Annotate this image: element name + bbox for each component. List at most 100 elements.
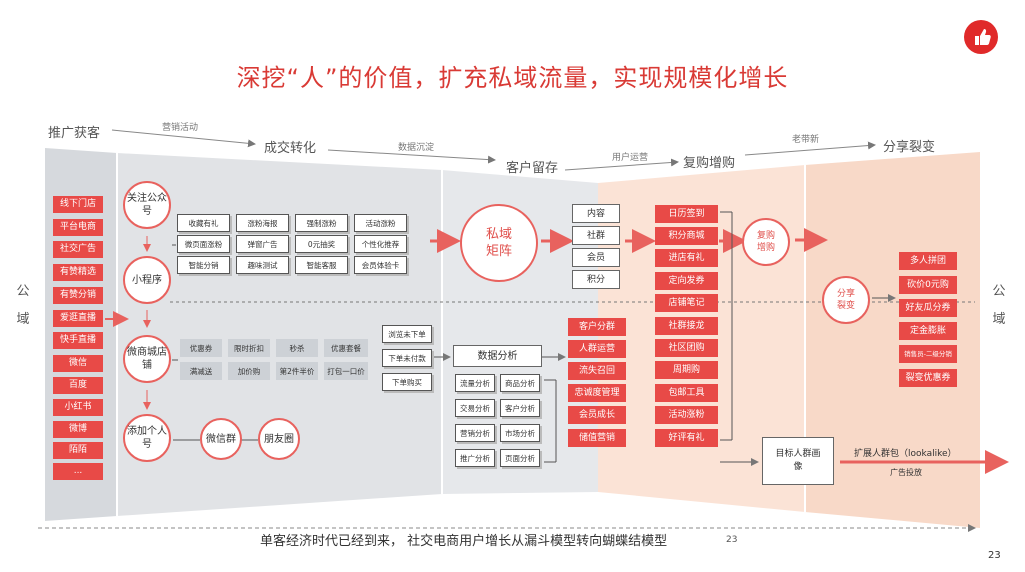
tag-top: 0元抽奖: [295, 235, 348, 253]
node-wechat-group: 微信群: [200, 418, 242, 460]
order-state: 下单购买: [382, 373, 432, 391]
node-add-personal: 添加个人号: [123, 414, 171, 462]
repurchase-circle-label: 复购增购: [756, 231, 775, 253]
target-audience-label: 目标人群画像: [775, 449, 821, 472]
operation-item: 客户分群: [568, 318, 626, 336]
tag-promo: 优惠套餐: [324, 339, 368, 357]
tag-top: 会员体验卡: [354, 256, 407, 274]
stage-acquisition: 推广获客: [48, 126, 101, 141]
lookalike-label: 扩展人群包（lookalike）: [854, 449, 957, 459]
link-data: 数据沉淀: [398, 143, 435, 153]
tag-promo: 满减送: [180, 362, 222, 380]
analysis-item: 流量分析: [455, 374, 495, 392]
link-user-ops: 用户运营: [612, 153, 649, 163]
tag-promo: 打包一口价: [324, 362, 368, 380]
operation-item: 流失召回: [568, 362, 626, 380]
share-item: 裂变优惠券: [899, 369, 957, 387]
repurchase-item: 店铺笔记: [655, 294, 718, 312]
stage-share: 分享裂变: [883, 140, 936, 155]
node-wechat-store: 微商城店铺: [123, 335, 171, 383]
public-domain-left: 公域: [16, 284, 30, 327]
analysis-item: 交易分析: [455, 399, 495, 417]
tag-top: 收藏有礼: [177, 214, 230, 232]
analysis-item: 页面分析: [500, 449, 540, 467]
stage-retention: 客户留存: [506, 161, 559, 176]
repurchase-item: 社区团购: [655, 339, 718, 357]
private-matrix-label: 私域矩阵: [485, 227, 512, 259]
channel-item: 有赞精选: [53, 264, 103, 281]
channel-item: 微博: [53, 421, 103, 438]
channel-item: 陌陌: [53, 442, 103, 459]
tag-top: 趣味测试: [236, 256, 289, 274]
channel-item: 线下门店: [53, 196, 103, 213]
share-item: 定金膨胀: [899, 322, 957, 340]
tag-top: 活动涨粉: [354, 214, 407, 232]
tag-promo: 加价购: [228, 362, 270, 380]
repurchase-item: 周期购: [655, 361, 718, 379]
stage-repurchase: 复购增购: [683, 156, 736, 171]
share-item: 销售员-二级分销: [899, 345, 957, 363]
footer-caption: 单客经济时代已经到来， 社交电商用户增长从漏斗模型转向蝴蝶结模型: [260, 534, 668, 549]
share-item: 好友瓜分券: [899, 299, 957, 317]
tag-promo: 秒杀: [276, 339, 318, 357]
repurchase-item: 活动涨粉: [655, 406, 718, 424]
operation-item: 人群运营: [568, 340, 626, 358]
private-matrix: 私域矩阵: [460, 204, 538, 282]
order-state: 下单未付款: [382, 349, 432, 367]
analysis-item: 客户分析: [500, 399, 540, 417]
public-domain-right: 公域: [992, 284, 1006, 327]
ad-delivery-label: 广告投放: [890, 468, 922, 477]
data-analysis-title: 数据分析: [453, 345, 542, 367]
share-circle-label: 分享裂变: [836, 289, 855, 311]
tag-promo: 优惠券: [180, 339, 222, 357]
analysis-item: 商品分析: [500, 374, 540, 392]
share-item: 砍价0元购: [899, 276, 957, 294]
retention-item: 积分: [572, 270, 620, 289]
tag-top: 个性化推荐: [354, 235, 407, 253]
channel-item: 平台电商: [53, 219, 103, 236]
order-state: 浏览未下单: [382, 325, 432, 343]
link-referral: 老带新: [792, 135, 820, 145]
retention-item: 内容: [572, 204, 620, 223]
node-mini-program: 小程序: [123, 256, 171, 304]
analysis-item: 营销分析: [455, 424, 495, 442]
repurchase-item: 好评有礼: [655, 429, 718, 447]
share-circle: 分享裂变: [822, 276, 870, 324]
operation-item: 储值营销: [568, 429, 626, 447]
tag-top: 弹窗广告: [236, 235, 289, 253]
target-audience-box: 目标人群画像: [762, 437, 834, 485]
analysis-item: 市场分析: [500, 424, 540, 442]
repurchase-circle: 复购增购: [742, 218, 790, 266]
tag-top: 智能分销: [177, 256, 230, 274]
repurchase-item: 进店有礼: [655, 249, 718, 267]
channel-item: 快手直播: [53, 332, 103, 349]
tag-promo: 限时折扣: [228, 339, 270, 357]
operation-item: 会员成长: [568, 406, 626, 424]
page-number: 23: [988, 550, 1001, 561]
channel-item: 微信: [53, 355, 103, 372]
tag-top: 智能客服: [295, 256, 348, 274]
repurchase-item: 日历签到: [655, 205, 718, 223]
node-moments: 朋友圈: [258, 418, 300, 460]
channel-item: 有赞分销: [53, 287, 103, 304]
channel-item: ...: [53, 463, 103, 480]
repurchase-item: 社群接龙: [655, 317, 718, 335]
channel-item: 社交广告: [53, 241, 103, 258]
repurchase-item: 定向发券: [655, 272, 718, 290]
operation-item: 忠诚度管理: [568, 384, 626, 402]
share-item: 多人拼团: [899, 252, 957, 270]
channel-item: 爱逛直播: [53, 310, 103, 327]
channel-item: 小红书: [53, 399, 103, 416]
tag-promo: 第2件半价: [276, 362, 318, 380]
stage-conversion: 成交转化: [264, 141, 317, 156]
retention-item: 社群: [572, 226, 620, 245]
thumbs-up-logo-icon: [964, 20, 998, 54]
link-marketing: 营销活动: [162, 123, 199, 133]
analysis-item: 推广分析: [455, 449, 495, 467]
retention-item: 会员: [572, 248, 620, 267]
repurchase-item: 包邮工具: [655, 384, 718, 402]
overlay-number: 23: [726, 535, 738, 545]
page-title: 深挖“人”的价值，扩充私域流量，实现规模化增长: [236, 64, 789, 92]
tag-top: 微页面涨粉: [177, 235, 230, 253]
tag-top: 强制涨粉: [295, 214, 348, 232]
